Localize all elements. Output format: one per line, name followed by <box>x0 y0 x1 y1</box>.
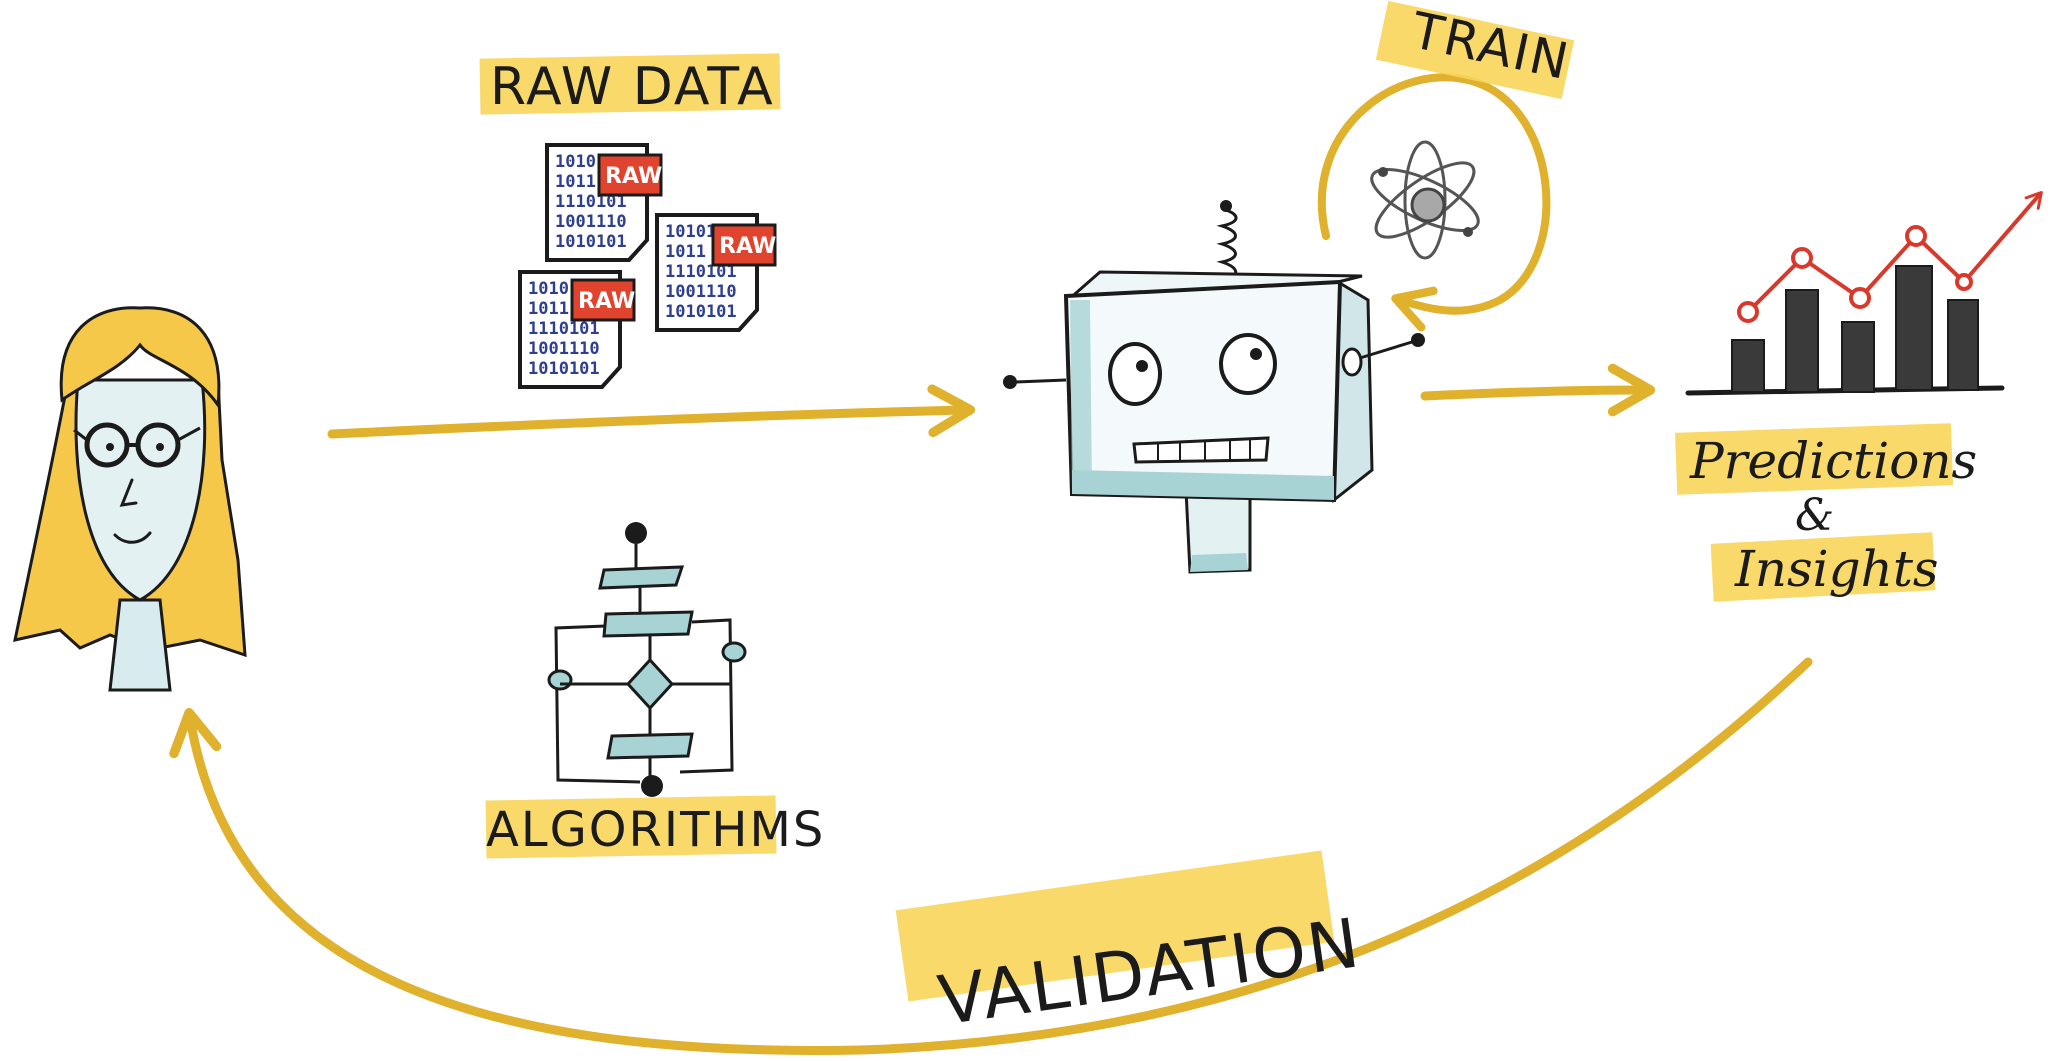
robot-icon <box>1003 200 1425 574</box>
algorithms-group: ALGORITHMS <box>485 795 825 859</box>
svg-text:1010101: 1010101 <box>665 302 737 322</box>
document-icon: 1010101 1011 1110101 1001110 1010101 RAW <box>545 143 663 262</box>
raw-data-label: RAW DATA <box>490 57 775 117</box>
arrow-to-predictions <box>1420 363 1656 417</box>
svg-text:1110101: 1110101 <box>665 262 737 282</box>
svg-text:1011: 1011 <box>555 172 596 192</box>
raw-data-group: RAW DATA 1010101 1011 1110101 1001110 10… <box>479 53 781 389</box>
bar-chart-icon <box>1685 190 2043 396</box>
svg-text:RAW: RAW <box>578 289 635 314</box>
insights-label: Insights <box>1734 540 1939 598</box>
svg-text:1110101: 1110101 <box>555 192 627 212</box>
algorithms-label: ALGORITHMS <box>486 802 825 858</box>
svg-text:1001110: 1001110 <box>555 212 627 232</box>
svg-text:1011: 1011 <box>528 299 569 319</box>
validation-group: VALIDATION <box>895 850 1366 1041</box>
document-icon: 1010101 1011 1110101 1001110 1010101 RAW <box>655 213 777 332</box>
svg-text:RAW: RAW <box>605 164 662 189</box>
svg-text:1010101: 1010101 <box>528 359 600 379</box>
document-icon: 1010101 1011 1110101 1001110 1010101 RAW <box>518 270 636 389</box>
predictions-label: Predictions <box>1689 432 1977 490</box>
svg-text:RAW: RAW <box>719 234 776 259</box>
arrow-to-robot <box>327 384 976 439</box>
amp-label: & <box>1795 490 1834 541</box>
train-loop-arrow <box>1317 73 1551 332</box>
flowchart-icon <box>547 522 747 797</box>
svg-text:1001110: 1001110 <box>665 282 737 302</box>
svg-text:1011: 1011 <box>665 242 706 262</box>
svg-text:1001110: 1001110 <box>528 339 600 359</box>
person-icon <box>13 306 247 692</box>
atom-icon <box>1370 140 1480 260</box>
svg-text:1010101: 1010101 <box>555 232 627 252</box>
svg-text:1110101: 1110101 <box>528 319 600 339</box>
validation-arrow <box>169 657 1813 1055</box>
predictions-group: Predictions & Insights <box>1675 423 1977 602</box>
